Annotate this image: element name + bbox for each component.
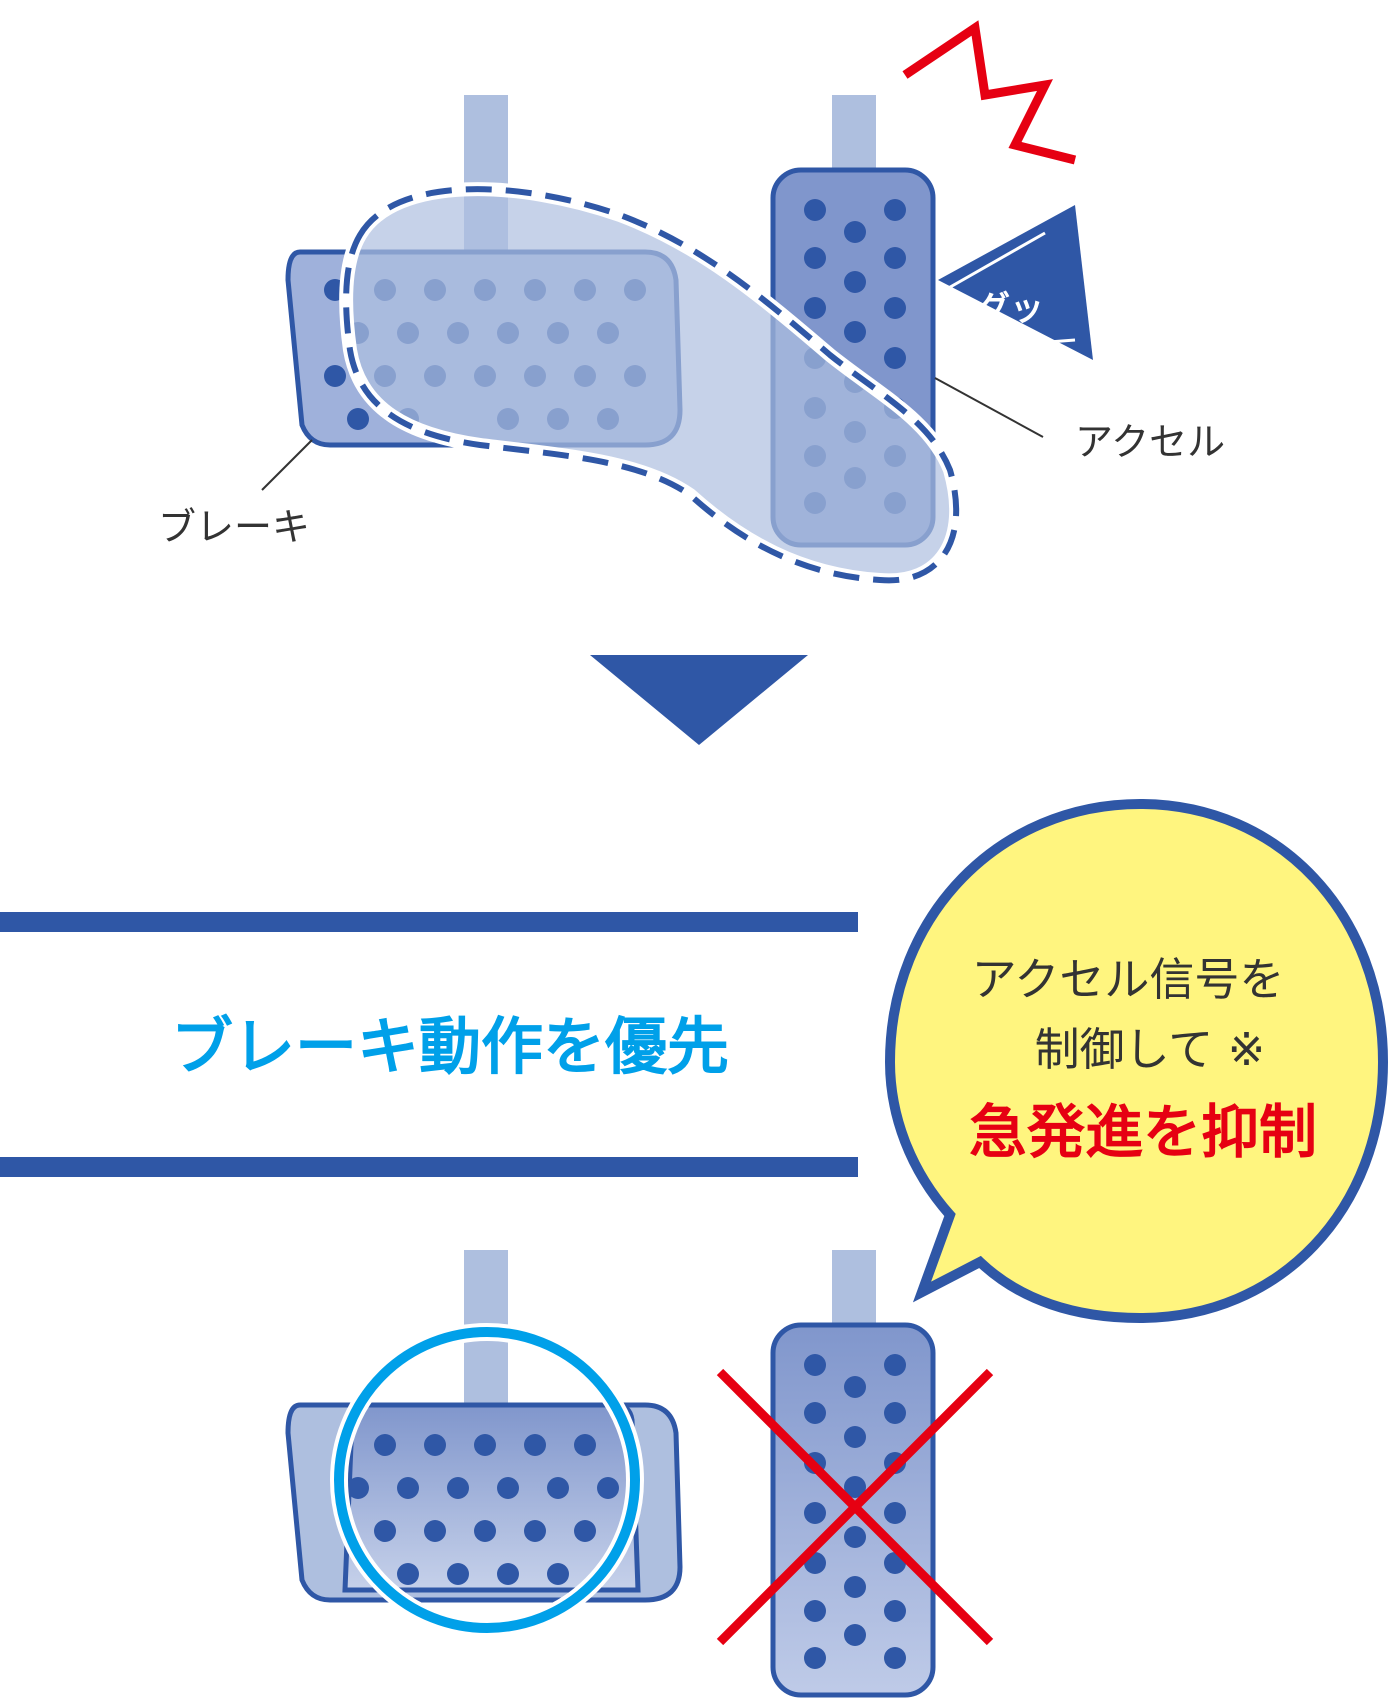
bottom-brake-pedal-face bbox=[342, 1402, 641, 1593]
push-triangle-icon bbox=[938, 205, 1093, 360]
banner-text: ブレーキ動作を優先 bbox=[171, 1010, 729, 1083]
banner-top-line bbox=[0, 912, 858, 932]
accel-leader-line bbox=[934, 377, 1044, 438]
bubble-shape bbox=[884, 798, 1389, 1324]
bubble-line-2: 制御して ※ bbox=[1035, 1023, 1266, 1076]
bubble-line-3: 急発進を抑制 bbox=[969, 1098, 1317, 1166]
banner-bottom-line bbox=[0, 1157, 858, 1177]
bottom-accel-stem bbox=[832, 1250, 876, 1330]
brake-leader-line bbox=[261, 439, 313, 491]
bottom-accel-dots bbox=[804, 1354, 906, 1669]
cross-icon bbox=[716, 1368, 994, 1646]
priority-ok-circle-ring bbox=[334, 1327, 640, 1633]
foot-dashed-outline bbox=[343, 186, 960, 584]
bubble-line-1: アクセル信号を bbox=[972, 953, 1285, 1006]
down-arrow-icon bbox=[590, 655, 808, 745]
speech-bubble: アクセル信号を 制御して ※ 急発進を抑制 bbox=[884, 798, 1389, 1324]
accel-stem bbox=[832, 95, 876, 175]
bottom-brake-dots bbox=[347, 1434, 619, 1585]
lightning-icon bbox=[902, 20, 1077, 165]
top-scene: グッ ブレーキ アクセル bbox=[158, 20, 1225, 588]
brake-label: ブレーキ bbox=[158, 505, 310, 549]
accel-label: アクセル bbox=[1075, 420, 1225, 464]
gut-label: グッ bbox=[976, 289, 1044, 329]
bottom-scene bbox=[285, 1250, 994, 1698]
priority-banner: ブレーキ動作を優先 bbox=[0, 912, 858, 1177]
